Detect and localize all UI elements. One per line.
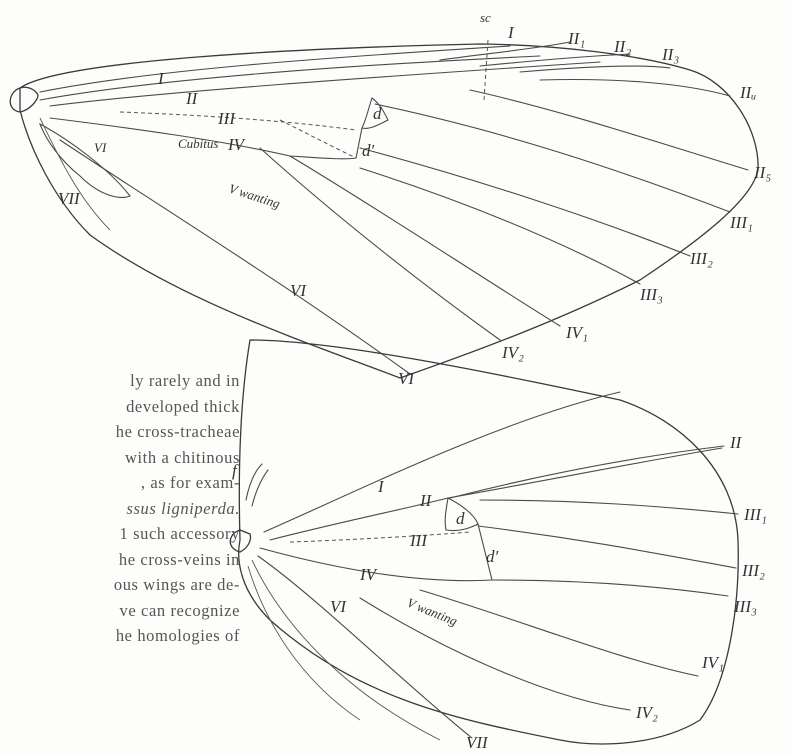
- vein-VII-top: [40, 118, 110, 230]
- label-III3-bottom: III₃: [733, 597, 757, 616]
- body-text-line: ve can recognize: [0, 598, 240, 624]
- vein-III2-bottom: [478, 526, 736, 568]
- forewing-outline: [20, 44, 758, 378]
- vein-I-bottom: [264, 392, 620, 532]
- body-text-line: ly rarely and in: [0, 368, 240, 394]
- label-II4-top: IIᵤ: [739, 83, 756, 102]
- vein-IV2-top: [260, 148, 500, 340]
- hindwing-figure: f I II d III d′ IV VI V wanting VII II I…: [230, 340, 767, 752]
- label-d-bottom: d: [456, 509, 465, 528]
- label-VI-bottom-top: VI: [398, 369, 415, 388]
- label-III1-top: III₁: [729, 213, 753, 232]
- label-I-outer-top: I: [507, 23, 515, 42]
- label-IV-inner-bottom: IV: [359, 565, 379, 584]
- label-III2-top: III₂: [689, 249, 713, 268]
- label-VII-top: VII: [58, 189, 81, 208]
- label-VI-inner-bottom: VI: [330, 597, 347, 616]
- label-dprime-bottom: d′: [486, 547, 499, 566]
- label-III-inner-bottom: III: [409, 531, 428, 550]
- label-sc-top: sc: [480, 10, 491, 25]
- label-IV1-top: IV₁: [565, 323, 588, 342]
- vein-II-bottom: [270, 448, 722, 540]
- label-I-inner-top: I: [157, 69, 165, 88]
- label-VI-inner-top: VI: [290, 281, 307, 300]
- label-II2-top: II₂: [613, 37, 631, 56]
- vein-III-dashed-bottom: [290, 532, 470, 542]
- label-d-top: d: [373, 104, 382, 123]
- label-V-wanting-top: V wanting: [227, 181, 282, 212]
- body-text-line: ssus ligniperda.: [0, 496, 240, 522]
- body-text-line: , as for exam-: [0, 470, 240, 496]
- label-dprime-top: d′: [362, 141, 375, 160]
- vein-II3-top: [520, 66, 670, 72]
- label-II-bottom: II: [729, 433, 743, 452]
- vein-II5-top: [470, 90, 748, 170]
- vein-VI-top: [60, 140, 410, 374]
- label-IV2-bottom: IV₂: [635, 703, 658, 722]
- body-text-line: with a chitinous: [0, 445, 240, 471]
- body-text-line: developed thick: [0, 394, 240, 420]
- label-II3-top: II₃: [661, 45, 679, 64]
- label-VII-bottom: VII: [466, 733, 489, 752]
- body-text-column: ly rarely and in developed thick he cros…: [0, 368, 240, 649]
- vein-IV1-bottom: [420, 590, 698, 676]
- label-II5-top: II₅: [753, 163, 771, 182]
- label-IV2-top: IV₂: [501, 343, 524, 362]
- vein-anal-extra-bottom: [248, 566, 360, 720]
- vein-f-bottom: [246, 464, 268, 506]
- vein-III3-bottom: [492, 580, 728, 596]
- vein-III1-bottom: [480, 500, 738, 514]
- body-text-line: ous wings are de-: [0, 572, 240, 598]
- body-text-line: he cross-tracheae: [0, 419, 240, 445]
- vein-VII-bottom: [252, 560, 440, 740]
- body-text-line: 1 such accessory: [0, 521, 240, 547]
- label-VI-left-top: VI: [94, 140, 107, 155]
- body-text-line: he cross-veins in: [0, 547, 240, 573]
- hindwing-outline: [239, 340, 739, 744]
- vein-III-dashed-top: [120, 112, 356, 130]
- forewing-figure: sc I II₁ II₂ II₃ IIᵤ II₅ III₁ III₂ III₃ …: [10, 10, 771, 388]
- label-II-inner-top: II: [185, 89, 199, 108]
- vein-IV1-top: [290, 156, 560, 326]
- body-text-line: he homologies of: [0, 623, 240, 649]
- label-III3-top: III₃: [639, 285, 663, 304]
- vein-III2-top: [360, 148, 690, 256]
- label-IV1-bottom: IV₁: [701, 653, 724, 672]
- label-I-bottom: I: [377, 477, 385, 496]
- vein-II2-top: [480, 54, 630, 66]
- label-III2-bottom: III₂: [741, 561, 765, 580]
- vein-II4-top: [540, 80, 730, 96]
- vein-IV2-bottom: [360, 598, 630, 710]
- vein-I-inner-top: [40, 56, 540, 100]
- vein-VI-loop-top: [40, 124, 130, 197]
- label-III1-bottom: III₁: [743, 505, 767, 524]
- label-II1-top: II₁: [567, 29, 585, 48]
- label-IV-inner-top: IV: [227, 135, 247, 154]
- label-cubitus-top: Cubitus: [178, 136, 218, 151]
- label-III-inner-top: III: [217, 109, 236, 128]
- forewing-base: [10, 87, 38, 112]
- vein-III1-top: [375, 104, 730, 212]
- label-II-inner-bottom: II: [419, 491, 433, 510]
